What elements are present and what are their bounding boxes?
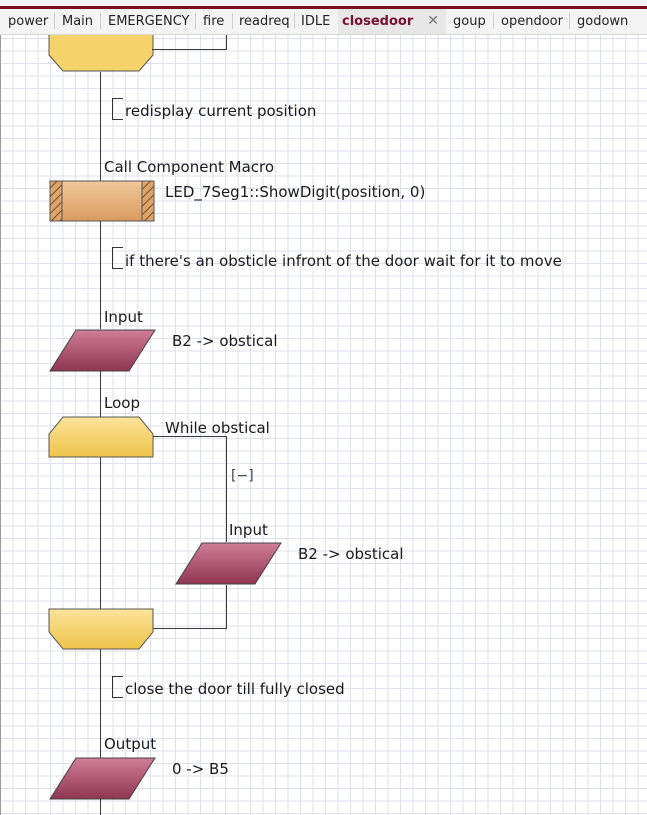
tab-readreq[interactable]: readreq	[239, 14, 290, 29]
output-block[interactable]	[49, 757, 156, 801]
tab-divider	[100, 13, 101, 29]
loop-body-connector	[226, 585, 227, 629]
flow-connector	[100, 371, 101, 418]
loop-body-connector	[153, 436, 227, 437]
loop-end-shape[interactable]	[48, 608, 154, 650]
comment-bracket	[112, 247, 123, 269]
loop-condition-text: While obstical	[165, 419, 270, 437]
loop-body-connector	[153, 628, 227, 629]
input-text: B2 -> obstical	[172, 332, 278, 350]
output-type-label: Output	[104, 735, 157, 753]
loop-body-connector	[226, 436, 227, 542]
tab-divider	[195, 13, 196, 29]
tab-divider	[294, 13, 295, 29]
tab-divider	[493, 13, 494, 29]
tab-opendoor[interactable]: opendoor	[501, 14, 563, 29]
loop-type-label: Loop	[104, 394, 140, 412]
close-tab-icon[interactable]: ✕	[427, 13, 439, 29]
input-block[interactable]	[49, 329, 156, 373]
flow-connector	[100, 798, 101, 815]
input-block[interactable]	[175, 542, 282, 586]
input-type-label: Input	[229, 521, 268, 539]
comment-obsticle[interactable]: if there's an obsticle infront of the do…	[125, 252, 562, 270]
tab-bar-accent	[0, 6, 647, 9]
loop-end-shape[interactable]	[48, 35, 154, 73]
loop-return-line	[152, 49, 227, 50]
tab-godown[interactable]: godown	[577, 14, 629, 29]
comment-redisplay[interactable]: redisplay current position	[125, 102, 317, 120]
tab-closedoor-label: closedoor	[342, 14, 414, 29]
comment-close-door[interactable]: close the door till fully closed	[125, 680, 345, 698]
collapse-toggle[interactable]: [−]	[231, 468, 254, 484]
flow-connector	[100, 221, 101, 329]
tab-fire[interactable]: fire	[203, 14, 225, 29]
tab-closedoor[interactable]: closedoor ✕	[338, 9, 446, 34]
input-text: B2 -> obstical	[298, 545, 404, 563]
tab-power[interactable]: power	[8, 14, 49, 29]
tab-main[interactable]: Main	[62, 14, 94, 29]
comment-bracket	[112, 98, 123, 120]
tab-bar: power Main EMERGENCY fire readreq IDLE c…	[0, 0, 647, 35]
flow-connector	[100, 648, 101, 758]
macro-call-text: LED_7Seg1::ShowDigit(position, 0)	[165, 183, 426, 201]
tab-goup[interactable]: goup	[453, 14, 486, 29]
loop-start-shape[interactable]	[48, 416, 154, 458]
output-text: 0 -> B5	[172, 760, 229, 778]
flowchart-canvas[interactable]: redisplay current position Call Componen…	[0, 35, 647, 815]
tab-divider	[569, 13, 570, 29]
component-macro-block[interactable]	[49, 180, 155, 222]
flow-connector	[100, 457, 101, 609]
input-type-label: Input	[104, 308, 143, 326]
tab-emergency[interactable]: EMERGENCY	[108, 14, 190, 29]
tab-divider	[232, 13, 233, 29]
tab-idle[interactable]: IDLE	[301, 14, 331, 29]
comment-bracket	[112, 676, 123, 698]
tab-divider	[54, 13, 55, 29]
loop-return-line	[226, 35, 227, 50]
canvas-left-edge	[0, 35, 1, 815]
flow-connector	[100, 72, 101, 191]
macro-type-label: Call Component Macro	[104, 158, 275, 176]
